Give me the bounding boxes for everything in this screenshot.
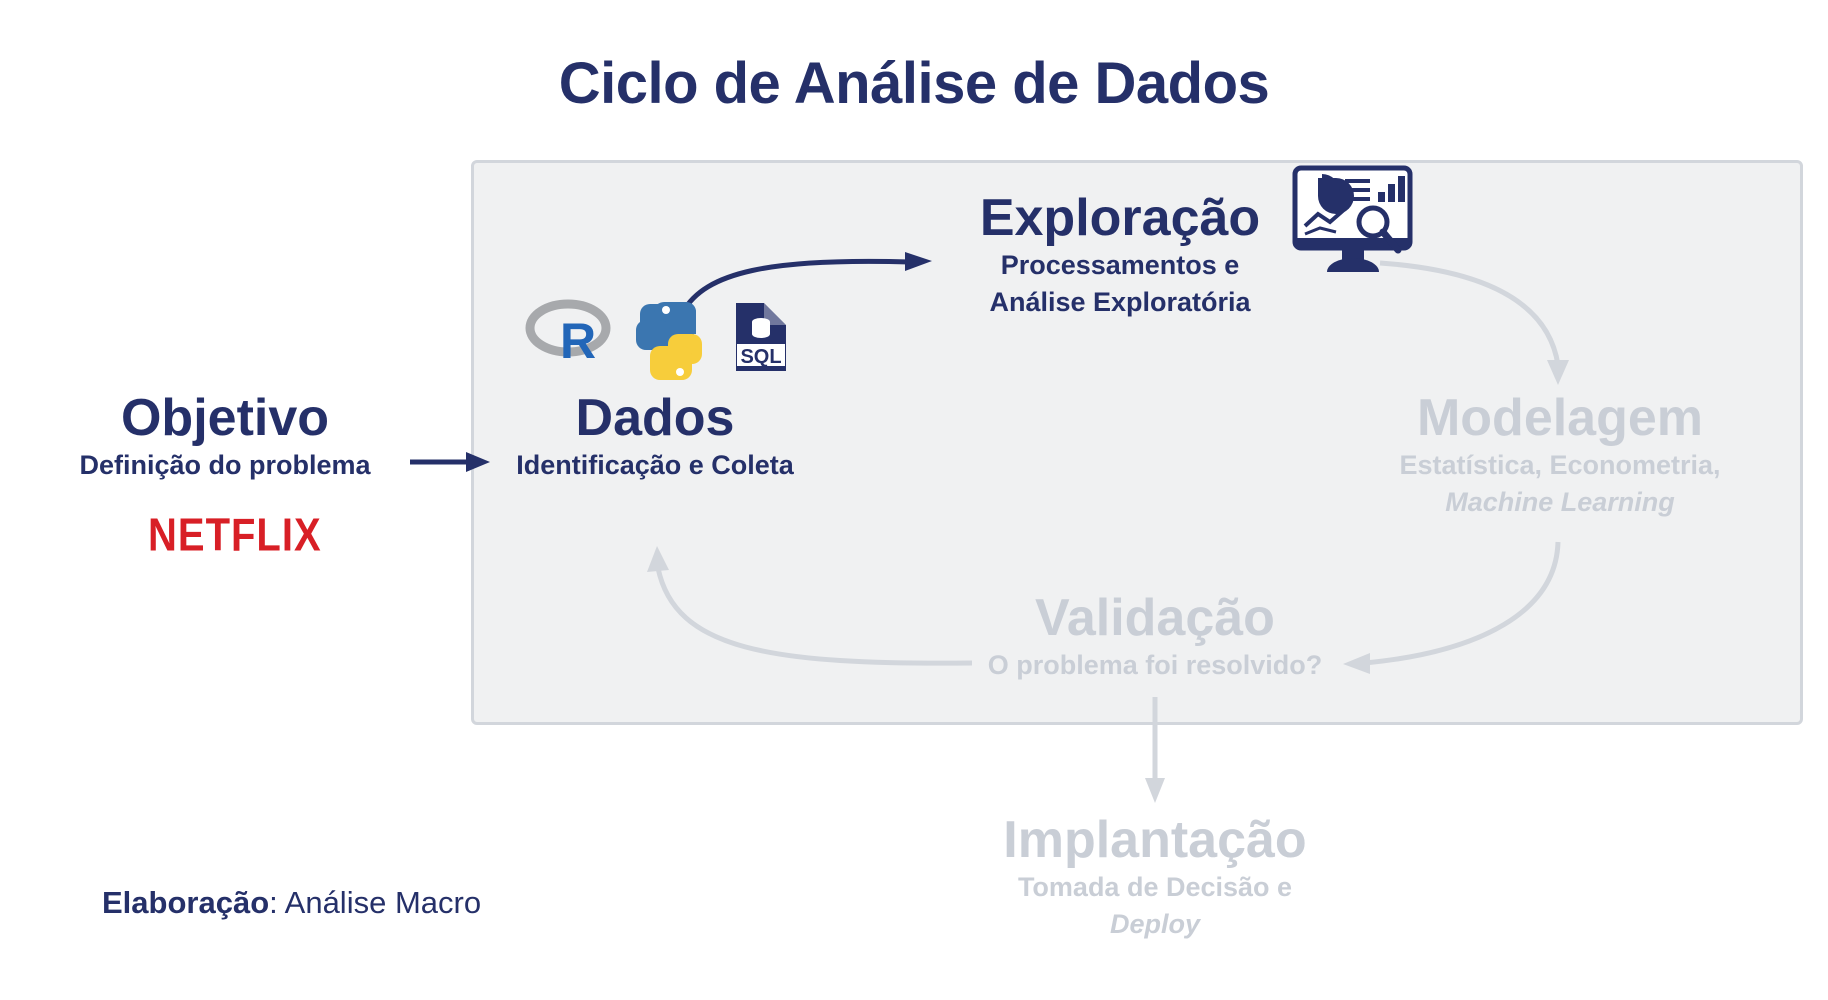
objetivo-title: Objetivo	[120, 389, 330, 447]
credit-label: Elaboração	[102, 885, 270, 920]
node-implantacao: Implantação Tomada de Decisão e Deploy	[985, 811, 1325, 942]
implantacao-subtitle-line2: Deploy	[1109, 908, 1201, 939]
node-validacao: Validação O problema foi resolvido?	[975, 589, 1335, 684]
r-logo-icon: R	[525, 299, 611, 369]
modelagem-subtitle-line2: Machine Learning	[1445, 486, 1675, 517]
exploracao-subtitle-line2: Análise Exploratória	[989, 286, 1251, 317]
credit-separator: :	[269, 885, 278, 920]
node-dados: Dados Identificação e Coleta	[505, 389, 805, 484]
analytics-monitor-icon	[1292, 165, 1413, 272]
sql-file-label: SQL	[740, 346, 781, 368]
cycle-panel	[471, 160, 1803, 725]
arrow-modelagem-to-validacao	[1343, 541, 1561, 674]
modelagem-title: Modelagem	[1416, 389, 1704, 447]
arrow-exploracao-to-modelagem	[1379, 260, 1569, 385]
arrow-validacao-to-dados	[647, 546, 973, 666]
node-exploracao: Exploração Processamentos e Análise Expl…	[960, 189, 1280, 320]
objetivo-subtitle: Definição do problema	[79, 450, 371, 481]
credit-line: Elaboração: Análise Macro	[102, 885, 481, 921]
modelagem-subtitle-line1: Estatística, Econometria,	[1399, 450, 1721, 481]
validacao-title: Validação	[1035, 589, 1275, 647]
arrow-objetivo-to-dados	[410, 452, 490, 472]
sql-file-icon: SQL	[736, 303, 786, 371]
exploracao-subtitle-line1: Processamentos e	[1000, 250, 1240, 281]
node-modelagem: Modelagem Estatística, Econometria, Mach…	[1380, 389, 1740, 520]
exploracao-title: Exploração	[979, 189, 1261, 247]
credit-value: Análise Macro	[277, 885, 482, 920]
diagram-title: Ciclo de Análise de Dados	[558, 51, 1270, 116]
implantacao-title: Implantação	[1003, 811, 1307, 869]
netflix-logo: NETFLIX	[148, 510, 322, 561]
validacao-subtitle: O problema foi resolvido?	[987, 650, 1323, 681]
dados-subtitle: Identificação e Coleta	[516, 450, 794, 481]
arrow-validacao-to-implantacao	[1145, 697, 1165, 803]
arrow-dados-to-exploracao	[680, 252, 932, 314]
node-objetivo: Objetivo Definição do problema	[60, 389, 390, 484]
python-logo-icon	[636, 302, 702, 380]
dados-title: Dados	[575, 389, 735, 447]
r-logo-letter: R	[560, 313, 596, 369]
implantacao-subtitle-line1: Tomada de Decisão e	[1017, 872, 1293, 903]
